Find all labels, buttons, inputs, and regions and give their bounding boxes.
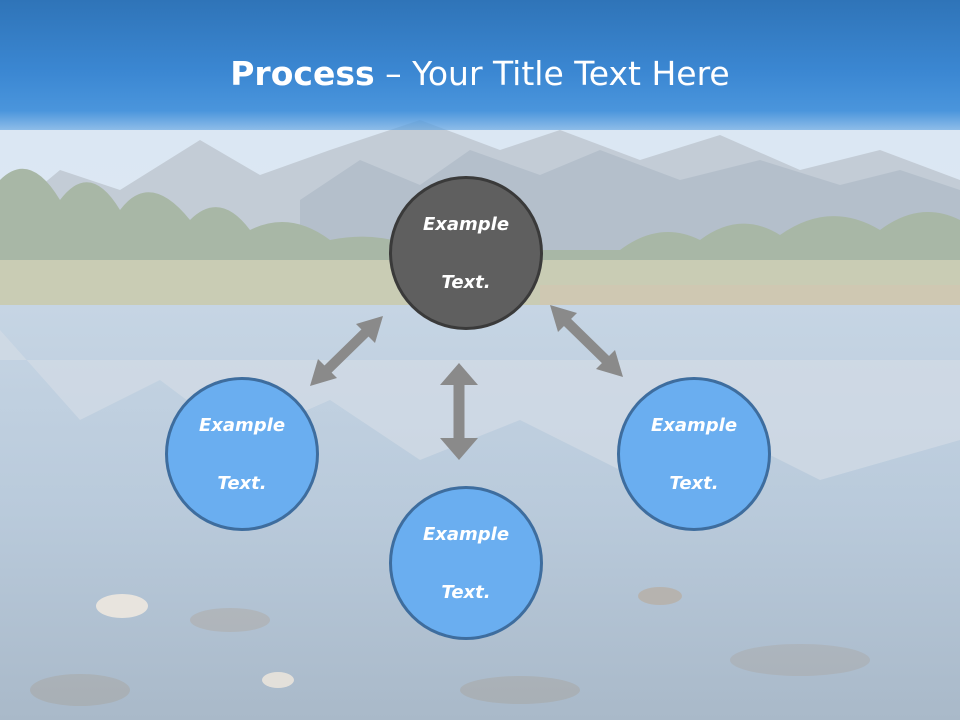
title-bar [0,0,960,130]
node-label-line2: Text. [441,581,491,603]
node-label-line1: Example [422,213,510,235]
node-label-line2: Text. [669,472,719,494]
double-arrow-center [440,363,478,460]
node-label-line1: Example [422,523,510,545]
slide-title-rest: – Your Title Text Here [374,54,730,93]
double-arrow-left [310,316,383,386]
node-label-line2: Text. [217,472,267,494]
node-label-line1: Example [198,414,286,436]
double-arrow-right [550,305,623,377]
node-label-line1: Example [650,414,738,436]
slide-title-bold: Process [230,54,375,93]
slide-title: Process – Your Title Text Here [0,52,960,96]
node-label-line2: Text. [441,271,491,293]
